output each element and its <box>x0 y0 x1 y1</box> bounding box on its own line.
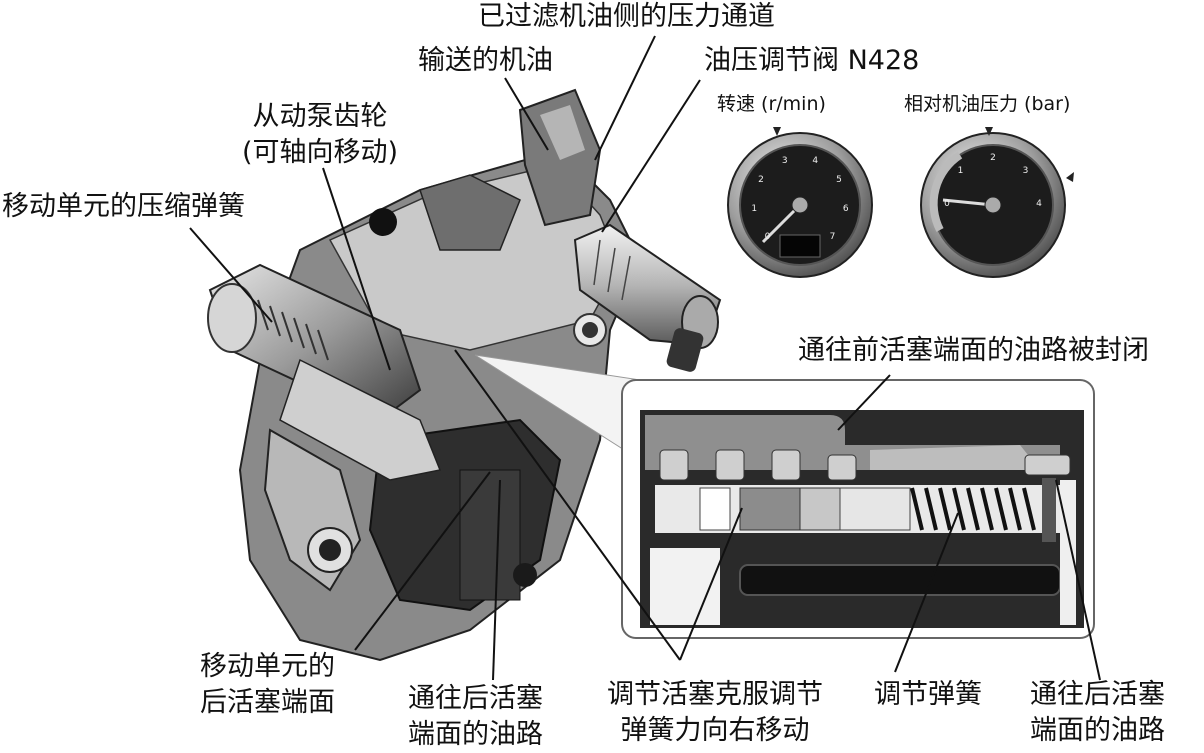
pressure-tick-label: 0 <box>944 199 950 209</box>
label-driven-gear-2: (可轴向移动) <box>241 137 399 168</box>
label-front-path-closed: 通往前活塞端面的油路被封闭 <box>798 335 1149 366</box>
label-delivered-oil: 输送的机油 <box>418 45 553 76</box>
delivered-oil-pipe <box>419 88 602 251</box>
label-rear-piston-face-2: 后活塞端面 <box>200 687 335 718</box>
rpm-gauge <box>727 127 873 278</box>
valve-n428 <box>573 223 722 372</box>
label-piston-moves-1: 调节活塞克服调节 <box>607 679 823 710</box>
rpm-tick-label: 6 <box>842 204 849 215</box>
pressure-gauge <box>920 127 1074 278</box>
label-rear-path-mid-1: 通往后活塞 <box>408 683 543 714</box>
pressure-tick-label: 1 <box>957 166 964 177</box>
valve-cutaway-inset <box>621 379 1095 639</box>
pressure-tick-label: 3 <box>1022 166 1029 177</box>
rpm-tick-label: 1 <box>751 204 758 215</box>
rpm-tick-label: 3 <box>781 155 788 166</box>
pressure-gauge-title: 相对机油压力 (bar) <box>904 93 1071 115</box>
label-filtered-oil-channel: 已过滤机油侧的压力通道 <box>478 1 775 32</box>
label-piston-moves-2: 弹簧力向右移动 <box>620 715 810 746</box>
leader-lines <box>189 35 1101 681</box>
rpm-tick-label: 4 <box>812 155 819 166</box>
pressure-tick-label: 4 <box>1036 199 1042 209</box>
label-compression-spring: 移动单元的压缩弹簧 <box>2 191 245 222</box>
label-rear-path-right-1: 通往后活塞 <box>1030 679 1165 710</box>
rpm-tick-label: 5 <box>836 174 842 185</box>
rpm-tick-label: 7 <box>829 231 836 242</box>
label-rear-path-mid-2: 端面的油路 <box>408 719 543 750</box>
mounting-bracket <box>263 428 362 592</box>
label-valve-n428: 油压调节阀 N428 <box>704 45 920 76</box>
rpm-tick-label: 2 <box>758 174 764 185</box>
label-driven-gear-1: 从动泵齿轮 <box>252 101 388 132</box>
rpm-tick-label: 0 <box>764 231 771 242</box>
rpm-gauge-title: 转速 (r/min) <box>717 93 826 115</box>
label-rear-path-right-2: 端面的油路 <box>1030 715 1165 746</box>
label-rear-piston-face-1: 移动单元的 <box>200 651 335 682</box>
pressure-tick-label: 2 <box>990 153 996 163</box>
label-regulating-spring: 调节弹簧 <box>874 679 982 710</box>
compression-spring-unit <box>207 263 442 481</box>
